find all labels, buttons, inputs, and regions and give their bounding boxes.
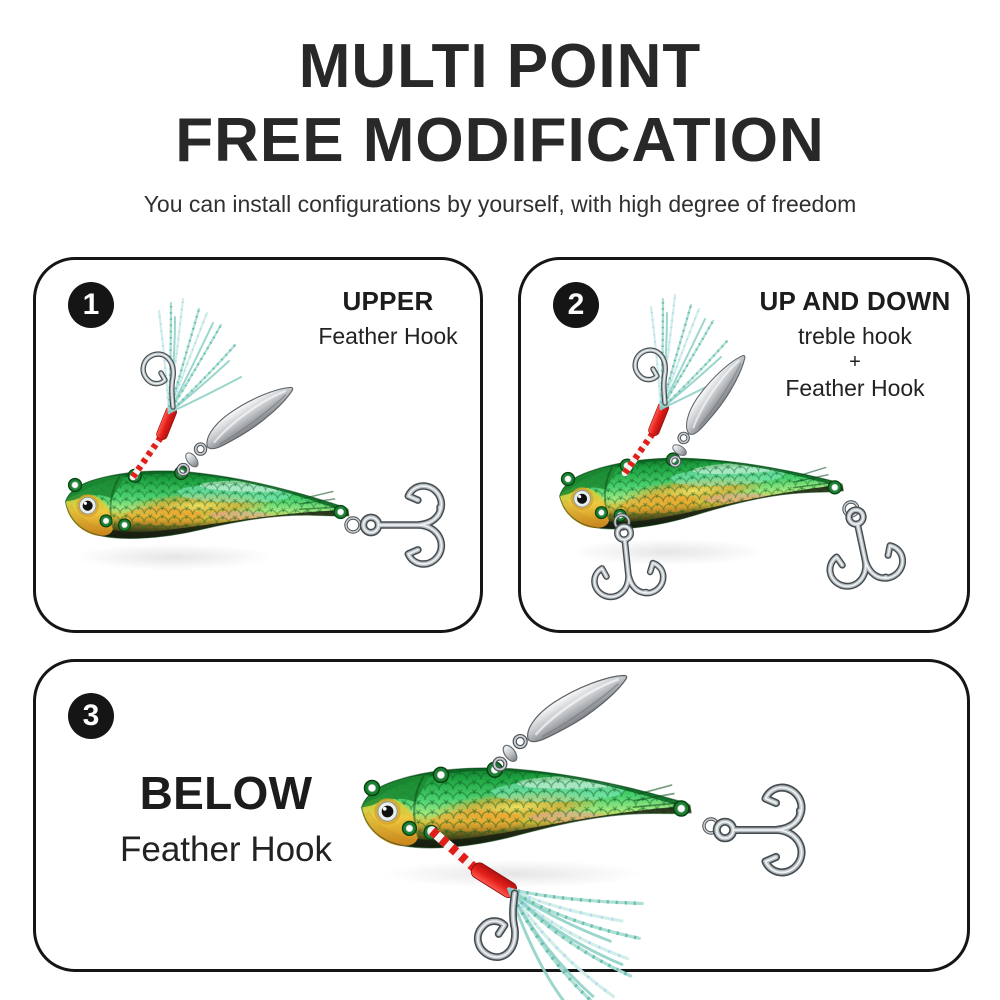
badge-2: 2: [553, 282, 599, 328]
panel-2-title: UP AND DOWN: [759, 286, 951, 316]
treble-hook-image: [717, 788, 802, 873]
page-subtitle: You can install configurations by yourse…: [143, 191, 857, 217]
spinner-blade-image: [176, 375, 301, 477]
title-line-1: MULTI POINT: [298, 32, 702, 101]
panel-1-caption: UPPER Feather Hook: [288, 286, 488, 350]
lure-illustration-up-and-down-hooks: [518, 257, 970, 633]
lure-shadow: [383, 860, 643, 888]
panel-3-caption: BELOW Feather Hook: [76, 766, 376, 870]
badge-3: 3: [68, 693, 114, 739]
panel-below: 3 BELOW Feather Hook: [33, 659, 970, 972]
panel-1-subtitle: Feather Hook: [318, 323, 458, 349]
feather-hook-image: [133, 299, 241, 477]
panel-2-caption: UP AND DOWN treble hook + Feather Hook: [749, 286, 961, 402]
lure-illustration-upper-feather-hook: [33, 257, 483, 570]
feather-hook-image: [432, 831, 642, 1000]
panel-upper: 1 UPPER Feather Hook: [33, 257, 483, 633]
spinner-blade-image: [494, 659, 634, 774]
badge-1: 1: [68, 282, 114, 328]
panel-3-title: BELOW: [139, 767, 313, 819]
treble-hook-image: [363, 486, 441, 564]
page-title: MULTI POINT FREE MODIFICATION: [0, 30, 1000, 178]
panel-up-and-down: 2 UP AND DOWN treble hook + Feather Hook: [518, 257, 970, 633]
panel-1-title: UPPER: [342, 286, 434, 316]
tail-treble-hook-image: [819, 502, 906, 589]
panel-2-line-1: treble hook: [798, 323, 912, 349]
panel-3-subtitle: Feather Hook: [119, 830, 333, 869]
lure-shadow: [73, 544, 273, 570]
split-ring-image: [344, 516, 362, 534]
lure-body-image: [65, 463, 353, 550]
panel-2-plus: +: [849, 351, 861, 373]
lure-body-image: [361, 756, 695, 857]
panel-2-line-2: Feather Hook: [785, 375, 925, 401]
title-line-2: FREE MODIFICATION: [175, 106, 825, 175]
lure-illustration-below-feather-hook: [33, 659, 970, 1000]
lure-body-image: [558, 442, 848, 539]
lure-shadow: [568, 539, 768, 565]
